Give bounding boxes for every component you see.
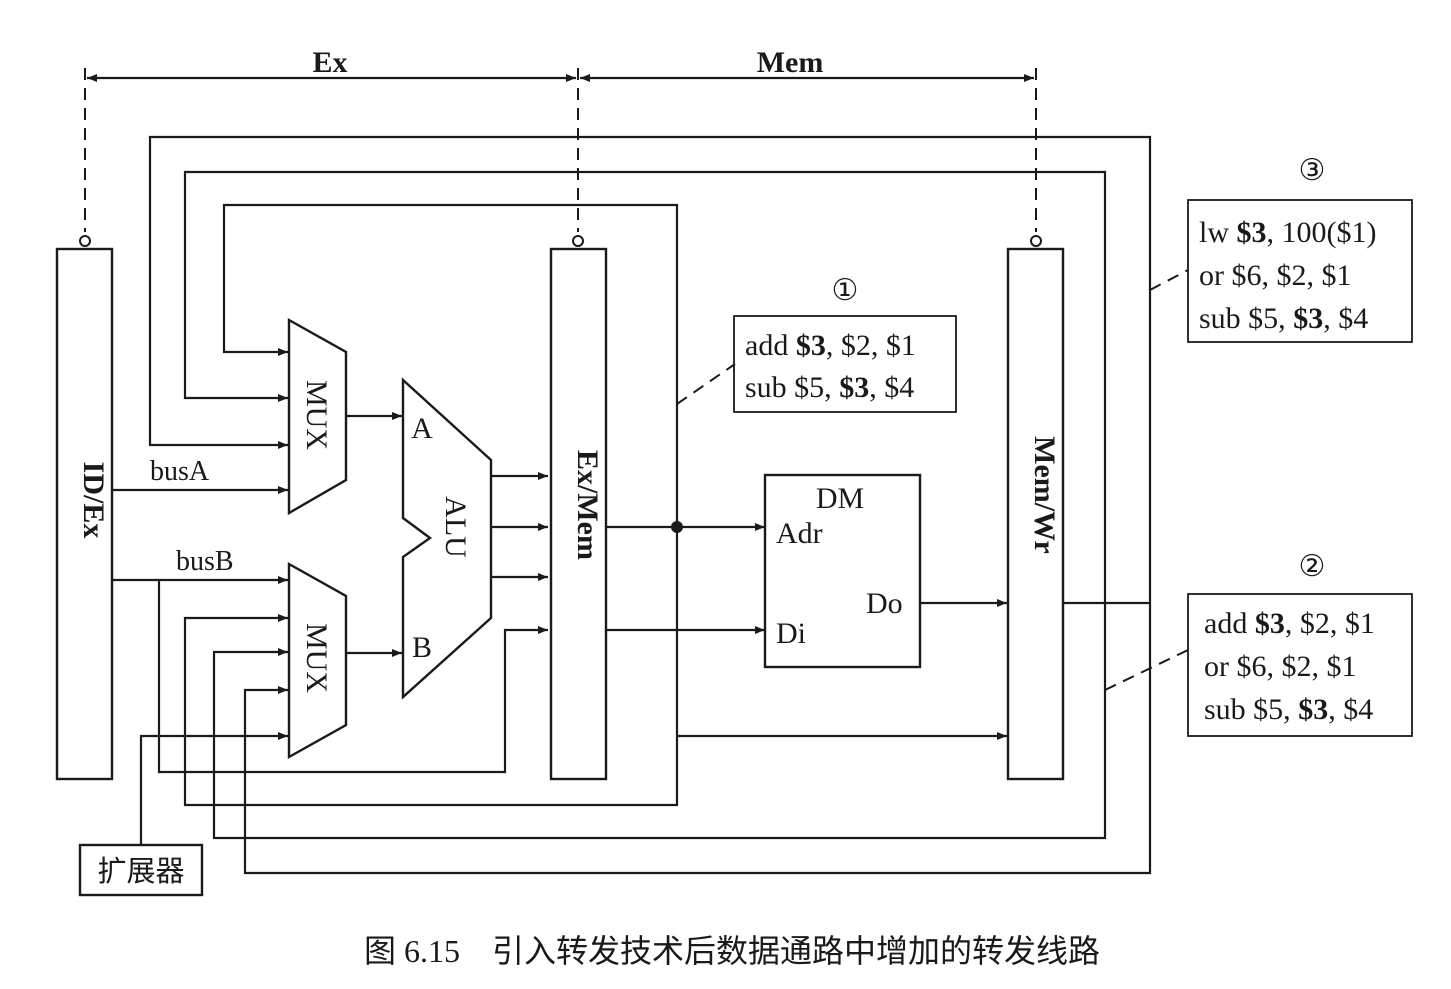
forwarding-paths xyxy=(113,135,1152,875)
clock-pin-mem-wr xyxy=(1030,235,1042,247)
bus-b-to-exmem xyxy=(157,580,548,774)
register-highlight: $3 xyxy=(839,371,869,404)
forward-exmem-to-muxb xyxy=(183,527,679,807)
dm-do-label: Do xyxy=(866,587,903,620)
instruction-text: , $4 xyxy=(869,371,914,404)
instruction-text: sub $5, xyxy=(1199,302,1293,335)
instruction-text: , $4 xyxy=(1323,302,1368,335)
figure-caption: 图 6.15 引入转发技术后数据通路中增加的转发线路 xyxy=(364,933,1100,969)
dm-label: DM xyxy=(816,482,864,515)
mem-wr-label: Mem/Wr xyxy=(1028,436,1061,554)
callout-3-line: or $6, $2, $1 xyxy=(1199,259,1352,292)
ex-mem-register: Ex/Mem xyxy=(549,247,608,781)
alu-label: ALU xyxy=(439,496,472,558)
callout-2-line: sub $5, $3, $4 xyxy=(1204,693,1373,726)
instruction-text: , 100($1) xyxy=(1267,216,1377,249)
instruction-text: lw xyxy=(1199,216,1237,249)
ex-mem-label: Ex/Mem xyxy=(571,450,604,560)
mem-wr-register: Mem/Wr xyxy=(1006,247,1065,781)
dm-adr-label: Adr xyxy=(776,517,823,550)
instruction-text: add xyxy=(1204,607,1255,640)
mux-b: MUX xyxy=(287,561,348,760)
instruction-text: , $2, $1 xyxy=(826,329,916,362)
id-ex-register: ID/Ex xyxy=(55,247,114,781)
register-highlight: $3 xyxy=(1237,216,1267,249)
instruction-text: or $6, $2, $1 xyxy=(1199,259,1352,292)
data-memory: DM Adr Di Do xyxy=(763,473,922,669)
callout-3: ③ lw $3, 100($1) or $6, $2, $1 sub $5, $… xyxy=(1187,154,1413,343)
forward-memwr-to-muxb-2 xyxy=(243,603,1152,875)
alu-input-a-label: A xyxy=(411,412,433,445)
bus-b-label: busB xyxy=(176,546,234,577)
callout-3-line: lw $3, 100($1) xyxy=(1199,216,1376,249)
instruction-text: , $4 xyxy=(1328,693,1373,726)
datapath-wires xyxy=(346,412,1007,740)
callout-1-line: sub $5, $3, $4 xyxy=(745,371,914,404)
stage-markers: Ex Mem xyxy=(79,46,1042,247)
callout-3-line: sub $5, $3, $4 xyxy=(1199,302,1368,335)
callout-3-leader xyxy=(1149,269,1189,291)
register-highlight: $3 xyxy=(1255,607,1285,640)
ex-stage-label: Ex xyxy=(312,46,347,79)
callout-1-marker: ① xyxy=(832,274,859,307)
callout-2-leader xyxy=(1104,649,1189,691)
forward-memwr-to-muxa-1 xyxy=(183,170,1107,603)
callout-2: ② add $3, $2, $1 or $6, $2, $1 sub $5, $… xyxy=(1187,550,1413,737)
bus-a-label: busA xyxy=(150,456,210,487)
mux-a-label: MUX xyxy=(300,380,333,450)
clock-pin-ex-mem xyxy=(572,235,584,247)
dm-di-label: Di xyxy=(776,617,806,650)
callout-1: ① add $3, $2, $1 sub $5, $3, $4 xyxy=(733,274,957,413)
alu-input-b-label: B xyxy=(412,631,432,664)
forward-memwr-to-muxa-2 xyxy=(148,135,1152,603)
instruction-text: sub $5, xyxy=(745,371,839,404)
callout-2-line: add $3, $2, $1 xyxy=(1204,607,1375,640)
id-ex-label: ID/Ex xyxy=(77,462,110,539)
mem-stage-label: Mem xyxy=(757,46,824,79)
callout-2-line: or $6, $2, $1 xyxy=(1204,650,1357,683)
mux-a: MUX xyxy=(287,317,348,516)
register-highlight: $3 xyxy=(1293,302,1323,335)
callout-1-leader xyxy=(676,363,736,405)
forward-memwr-to-muxb-1 xyxy=(212,603,1107,840)
instruction-text: , $2, $1 xyxy=(1285,607,1375,640)
instruction-text: add xyxy=(745,329,796,362)
callout-1-line: add $3, $2, $1 xyxy=(745,329,916,362)
forward-exmem-to-muxa xyxy=(222,203,679,527)
junction-dot xyxy=(671,521,683,533)
mux-b-label: MUX xyxy=(300,623,333,693)
register-highlight: $3 xyxy=(1298,693,1328,726)
callout-2-marker: ② xyxy=(1299,550,1326,583)
register-highlight: $3 xyxy=(796,329,826,362)
extender: 扩展器 xyxy=(78,843,204,897)
instruction-text: sub $5, xyxy=(1204,693,1298,726)
extender-to-muxb xyxy=(139,732,288,845)
extender-label: 扩展器 xyxy=(97,855,184,888)
instruction-text: or $6, $2, $1 xyxy=(1204,650,1357,683)
clock-pin-id-ex xyxy=(79,235,91,247)
callout-3-marker: ③ xyxy=(1299,154,1326,187)
alu: A B ALU xyxy=(401,377,493,700)
